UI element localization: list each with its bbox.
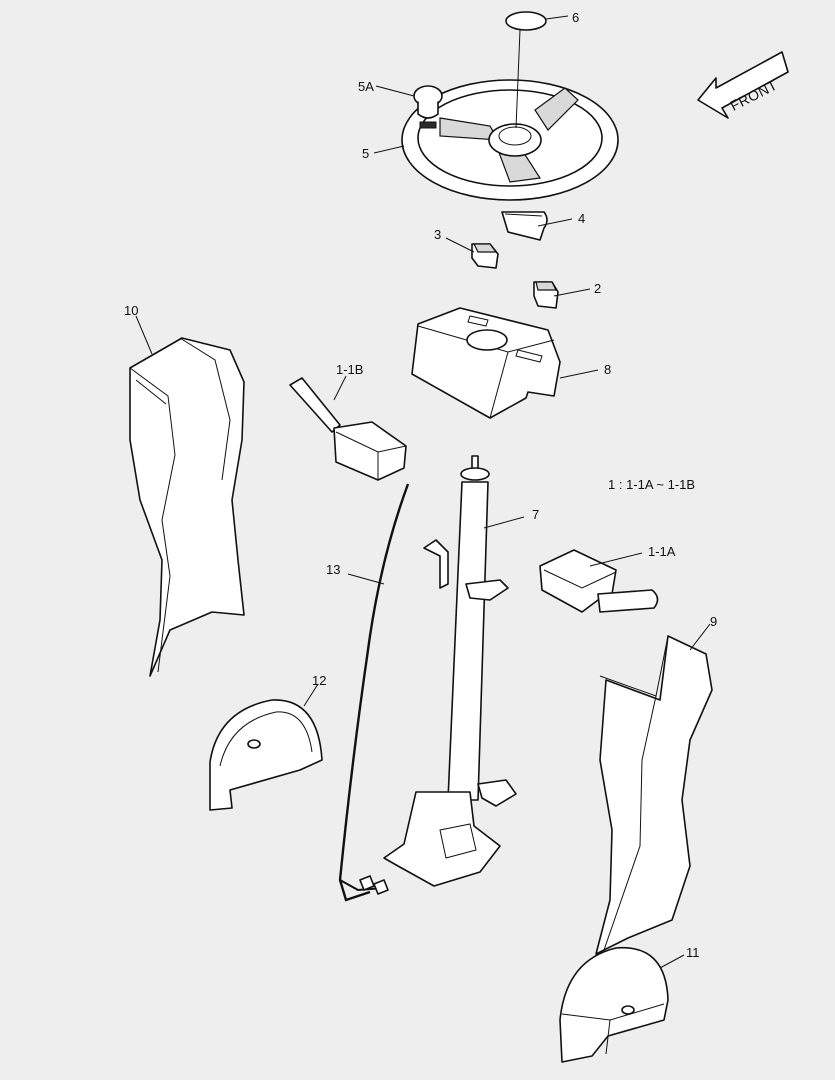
part-small-block (477, 779, 517, 807)
callout-13: 13 (326, 562, 340, 577)
callout-1-1a: 1-1A (648, 544, 676, 559)
part-1-1b-lever (289, 377, 407, 481)
part-5-steering-wheel (401, 79, 619, 201)
part-10-left-panel (129, 337, 245, 677)
part-8-cover (411, 307, 561, 419)
callout-10: 10 (124, 303, 138, 318)
callout-labels: 6 5A 5 4 3 2 10 8 1-1B 1 : 1-1A ~ 1-1B 7… (124, 10, 717, 960)
callout-9: 9 (710, 614, 717, 629)
part-6-cap (505, 11, 547, 31)
callout-5a: 5A (358, 79, 374, 94)
front-arrow: FRONT (697, 51, 789, 119)
leader-lines (135, 15, 711, 969)
callout-7: 7 (532, 507, 539, 522)
part-4 (501, 211, 548, 241)
callout-8: 8 (604, 362, 611, 377)
part-11-rear-cover (559, 947, 669, 1063)
callout-6: 6 (572, 10, 579, 25)
note-text: 1 : 1-1A ~ 1-1B (608, 477, 695, 492)
callout-5: 5 (362, 146, 369, 161)
part-13-cable (338, 483, 410, 902)
part-9-right-panel (595, 635, 713, 955)
callout-2: 2 (594, 281, 601, 296)
part-2 (533, 281, 559, 309)
callout-4: 4 (578, 211, 585, 226)
part-12-shroud (209, 699, 323, 811)
part-1-1a-lever (539, 549, 659, 613)
callout-11: 11 (686, 945, 700, 960)
part-7-steering-column (383, 455, 509, 887)
callout-1-1b: 1-1B (336, 362, 363, 377)
callout-12: 12 (312, 673, 326, 688)
callout-3: 3 (434, 227, 441, 242)
part-3 (471, 243, 499, 269)
